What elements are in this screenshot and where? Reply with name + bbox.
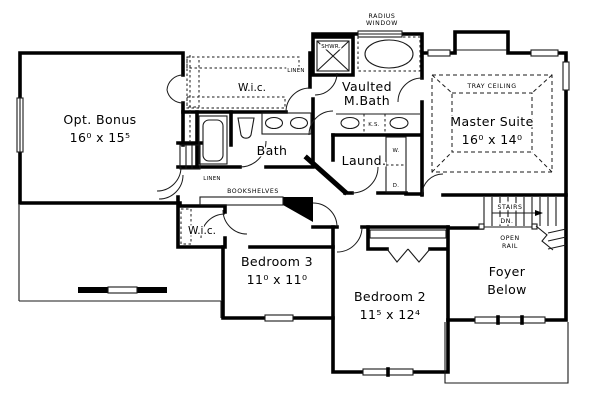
room-label-bedroom-2: Bedroom 2: [354, 289, 426, 304]
room-label-master-suite: Master Suite: [450, 114, 533, 129]
room-dims-bedroom-3: 11⁰ x 11⁰: [247, 272, 308, 287]
label-linen-wic: LINEN: [287, 68, 305, 74]
label-bookshelves: BOOKSHELVES: [227, 188, 279, 195]
label-linen-hall: LINEN: [203, 176, 221, 182]
room-label-foyer-1: Foyer: [489, 264, 526, 279]
label-down: DN.: [500, 218, 513, 225]
doors: [156, 72, 444, 263]
room-dims-opt-bonus: 16⁰ x 15⁵: [70, 130, 131, 145]
bookshelves-shelf: [199, 196, 284, 206]
room-label-laundry: Laund.: [342, 153, 387, 168]
room-label-foyer-2: Below: [487, 282, 527, 297]
label-radius-window-2: WINDOW: [366, 20, 398, 27]
room-label-opt-bonus: Opt. Bonus: [63, 112, 136, 127]
fixture-master-vanity: [336, 113, 420, 130]
label-radius-window-1: RADIUS: [369, 13, 396, 20]
walls: [18, 30, 568, 374]
room-label-master-bath-2: M.Bath: [344, 93, 390, 108]
label-open-rail-2: RAIL: [502, 243, 518, 250]
label-tray-ceiling: TRAY CEILING: [466, 83, 516, 90]
room-dims-master-suite: 16⁰ x 14⁰: [462, 132, 523, 147]
fixture-master-tub: [364, 39, 414, 69]
annotation-labels: RADIUS WINDOW SHWR. TRAY CEILING LINEN L…: [202, 12, 524, 252]
label-dryer: D.: [393, 183, 399, 189]
fixture-shower: [316, 40, 350, 72]
label-open-rail-1: OPEN: [500, 235, 520, 242]
label-stairs: STAIRS: [497, 204, 522, 211]
shelving: [179, 56, 447, 245]
room-label-bedroom-3: Bedroom 3: [241, 254, 313, 269]
room-dims-bedroom-2: 11⁵ x 12⁴: [360, 307, 421, 322]
label-shower: SHWR.: [321, 44, 341, 50]
room-label-wic-master: W.i.c.: [238, 82, 266, 94]
fixture-washer-dryer: [385, 136, 407, 193]
stairs: [478, 197, 567, 251]
room-label-bath: Bath: [257, 143, 288, 158]
fixture-bath-vanity: [261, 112, 312, 135]
label-washer: W.: [392, 148, 399, 154]
fixture-bath-tub: [198, 115, 228, 165]
room-label-wic-bedroom3: W.i.c.: [188, 225, 216, 237]
label-knee-space: K.S.: [368, 122, 380, 128]
stairs-direction-arrow: [492, 210, 543, 216]
room-label-master-bath-1: Vaulted: [342, 79, 392, 94]
dashed-details: [189, 36, 553, 173]
room-labels: Opt. Bonus 16⁰ x 15⁵ Master Suite 16⁰ x …: [62, 78, 535, 324]
windows: [16, 30, 570, 377]
fixture-toilet: [237, 117, 255, 139]
roof-outlines: [18, 205, 569, 384]
